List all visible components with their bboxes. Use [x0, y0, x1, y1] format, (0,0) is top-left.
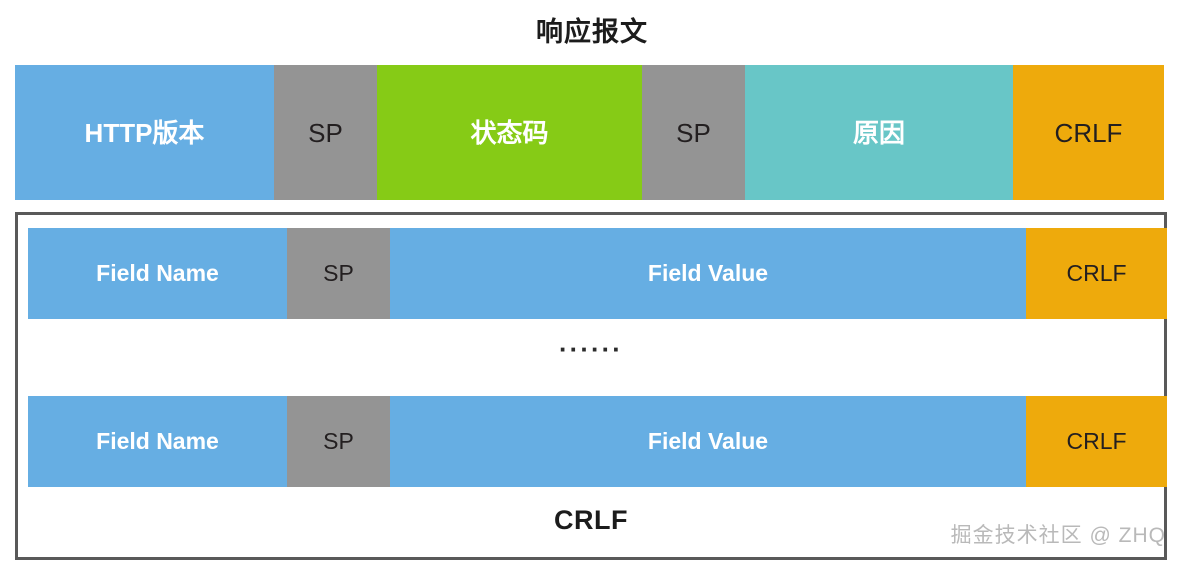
- segment-sp: SP: [287, 228, 390, 319]
- header-block: Field Name SP Field Value CRLF ······ Fi…: [15, 212, 1167, 560]
- segment-field-value-label: Field Value: [647, 428, 769, 454]
- segment-crlf: CRLF: [1026, 228, 1167, 319]
- watermark: 掘金技术社区 @ ZHQ: [950, 524, 1166, 547]
- segment-crlf-status-line: CRLF: [1013, 65, 1164, 200]
- segment-crlf-label: CRLF: [1066, 428, 1127, 454]
- segment-sp-label: SP: [323, 260, 354, 286]
- status-line-row: HTTP版本 SP 状态码 SP 原因 CRLF: [15, 65, 1164, 200]
- segment-sp-2-label: SP: [676, 117, 711, 148]
- header-field-row: Field Name SP Field Value CRLF: [28, 396, 1167, 487]
- final-crlf-label: CRLF: [554, 505, 628, 535]
- segment-http-version-label: HTTP版本: [84, 117, 205, 148]
- segment-http-version: HTTP版本: [15, 65, 274, 200]
- segment-sp: SP: [287, 396, 390, 487]
- segment-reason-phrase: 原因: [745, 65, 1013, 200]
- segment-reason-phrase-label: 原因: [852, 117, 905, 148]
- segment-field-value-label: Field Value: [647, 260, 769, 286]
- segment-sp-2: SP: [642, 65, 745, 200]
- segment-field-value: Field Value: [390, 228, 1026, 319]
- page-title: 响应报文: [536, 17, 648, 47]
- header-field-row: Field Name SP Field Value CRLF: [28, 228, 1167, 319]
- segment-crlf-status-line-label: CRLF: [1054, 117, 1123, 148]
- segment-field-name: Field Name: [28, 396, 287, 487]
- segment-crlf-label: CRLF: [1066, 260, 1127, 286]
- segment-sp-label: SP: [323, 428, 354, 454]
- segment-field-name-label: Field Name: [96, 260, 219, 286]
- segment-field-value: Field Value: [390, 396, 1026, 487]
- segment-sp-1-label: SP: [308, 117, 343, 148]
- segment-sp-1: SP: [274, 65, 377, 200]
- segment-field-name-label: Field Name: [96, 428, 219, 454]
- segment-status-code-label: 状态码: [470, 117, 549, 148]
- segment-crlf: CRLF: [1026, 396, 1167, 487]
- segment-status-code: 状态码: [377, 65, 642, 200]
- ellipsis-separator: ······: [559, 334, 623, 364]
- segment-field-name: Field Name: [28, 228, 287, 319]
